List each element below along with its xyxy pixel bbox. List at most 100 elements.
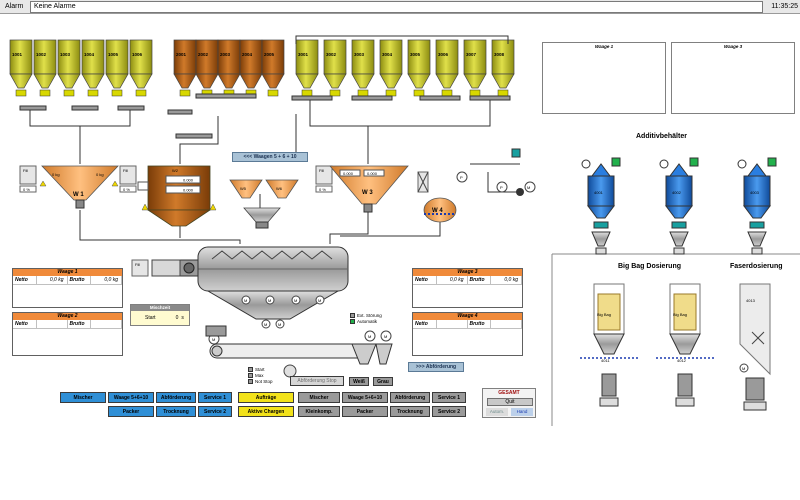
trocknung2-button[interactable]: Trocknung — [390, 406, 430, 417]
silo-1005[interactable]: 1005 — [105, 39, 129, 97]
waagen-nav-button[interactable]: <<< Waagen 5 + 6 + 10 — [232, 152, 308, 162]
waage2-button[interactable]: Waage 5+6+10 — [342, 392, 388, 403]
hopper-w2[interactable]: W2 0.000 0.000 — [137, 165, 217, 227]
brutto-label: Brutto — [468, 320, 492, 328]
bigbag-title: Big Bag Dosierung — [618, 263, 681, 270]
packer-button[interactable]: Packer — [108, 406, 154, 417]
belt-conveyor[interactable]: M M M — [205, 325, 393, 378]
silo-3004[interactable]: 3004 — [379, 39, 403, 97]
silo-1003[interactable]: 1003 — [57, 39, 81, 97]
silo-3003[interactable]: 3003 — [351, 39, 375, 97]
svg-text:M: M — [384, 334, 387, 339]
fill-percent: 0 % — [23, 187, 30, 192]
silo-id: 1005 — [108, 52, 119, 57]
quit-button[interactable]: Quit — [487, 398, 533, 406]
faser-id: 4013 — [746, 298, 756, 303]
abfoerderung2-button[interactable]: Abförderung — [390, 392, 430, 403]
silo-id: 3008 — [494, 52, 505, 57]
silo-2002[interactable]: 2002 — [195, 39, 219, 97]
clock: 11:35:25 — [771, 3, 798, 10]
filter-icon — [511, 148, 521, 158]
panel-row: Netto Brutto — [413, 320, 522, 329]
auftraege-button[interactable]: Aufträge — [238, 392, 294, 403]
chart-title: Waage 1 — [594, 44, 614, 49]
trocknung-button[interactable]: Trocknung — [156, 406, 196, 417]
additiv-tank-4003[interactable]: 4003 — [737, 157, 777, 255]
load-cell-icon — [39, 180, 47, 187]
abforderung-stop-button[interactable]: Abförderung Stop — [290, 376, 344, 386]
kleinkomp-button[interactable]: Kleinkomp. — [298, 406, 340, 417]
hopper-w3[interactable]: 0.000 0.000 W 3 — [329, 165, 409, 213]
service1-button[interactable]: Service 1 — [198, 392, 232, 403]
svg-text:M: M — [742, 366, 745, 371]
silo-3005[interactable]: 3005 — [407, 39, 431, 97]
abfoerderung-button[interactable]: Abförderung — [156, 392, 196, 403]
netto-label: Netto — [13, 320, 37, 328]
silo-1004[interactable]: 1004 — [81, 39, 105, 97]
aktive-chargen-button[interactable]: Aktive Chargen — [238, 406, 294, 417]
waage2-panel: Waage 2 Netto Brutto — [12, 312, 123, 356]
hopper-w5[interactable]: W5 — [229, 179, 263, 199]
w1-right-value: 0 kg — [96, 172, 104, 177]
mischer2-button[interactable]: Mischer — [298, 392, 340, 403]
netto-value — [437, 320, 468, 328]
hopper-w6[interactable]: W6 — [265, 179, 299, 199]
silo-2005[interactable]: 2005 — [261, 39, 285, 97]
brutto-value: 0,0 kg — [491, 276, 522, 284]
additiv-tank-4001[interactable]: 4001 — [581, 157, 621, 255]
silo-2003[interactable]: 2003 — [217, 39, 241, 97]
mixer[interactable]: M M M M M M Fill — [131, 246, 349, 329]
packer2-button[interactable]: Packer — [342, 406, 388, 417]
tank-id: 4001 — [594, 190, 604, 195]
fill-percent: 0 % — [319, 187, 326, 192]
legend-item: Ext. Störung — [350, 312, 382, 318]
w3-value1: 0.000 — [343, 171, 354, 176]
outlet-weiss[interactable]: Weiß — [349, 377, 369, 386]
additiv-tank-4002[interactable]: 4002 — [659, 157, 699, 255]
hopper-w1[interactable]: W 1 0 kg 0 kg — [39, 165, 119, 209]
fill-percent: 0 % — [123, 187, 130, 192]
bigbag-label: Big Bag — [673, 312, 687, 317]
alarm-message-field: Keine Alarme — [30, 1, 763, 13]
silo-3002[interactable]: 3002 — [323, 39, 347, 97]
auto-button[interactable]: Autom. — [486, 408, 508, 416]
weigher-10[interactable] — [243, 207, 281, 229]
fill-indicator-2: Fill 0 % — [119, 165, 137, 193]
svg-text:P: P — [460, 175, 463, 180]
brutto-label: Brutto — [68, 276, 92, 284]
silo-3001[interactable]: 3001 — [295, 39, 319, 97]
svg-text:M: M — [368, 334, 371, 339]
w5-label: W5 — [240, 186, 247, 191]
silo-2001[interactable]: 2001 — [173, 39, 197, 97]
waage-5610-button[interactable]: Waage 5+6+10 — [108, 392, 154, 403]
outlet-grau[interactable]: Grau — [373, 377, 393, 386]
silo-2004[interactable]: 2004 — [239, 39, 263, 97]
svg-text:M: M — [318, 298, 321, 303]
hopper-w4[interactable]: W 4 P P M — [417, 148, 536, 223]
abforderung-nav-button[interactable]: >>> Abförderung — [408, 362, 464, 372]
hand-button[interactable]: Hand — [511, 408, 533, 416]
service1b-button[interactable]: Service 1 — [432, 392, 466, 403]
silo-1001[interactable]: 1001 — [9, 39, 33, 97]
legend-item: Automatik — [350, 318, 382, 324]
panel-title: Waage 3 — [413, 269, 522, 276]
tank-id: 4002 — [672, 190, 682, 195]
stop-legend: Start Max Not Stop — [248, 366, 273, 384]
silo-1002[interactable]: 1002 — [33, 39, 57, 97]
svg-text:M: M — [268, 298, 271, 303]
alarm-button[interactable]: Alarm — [2, 1, 28, 13]
silo-3008[interactable]: 3008 — [491, 39, 515, 97]
faser-unit[interactable]: 4013 M — [739, 283, 771, 411]
w3-label: W 3 — [362, 190, 373, 196]
fill-label: Fill — [135, 262, 140, 267]
silo-1006[interactable]: 1006 — [129, 39, 153, 97]
w1-left-value: 0 kg — [52, 172, 60, 177]
panel-title: Waage 1 — [13, 269, 122, 276]
service2-button[interactable]: Service 2 — [198, 406, 232, 417]
silo-3006[interactable]: 3006 — [435, 39, 459, 97]
service2b-button[interactable]: Service 2 — [432, 406, 466, 417]
mischer-button[interactable]: Mischer — [60, 392, 106, 403]
silo-3007[interactable]: 3007 — [463, 39, 487, 97]
